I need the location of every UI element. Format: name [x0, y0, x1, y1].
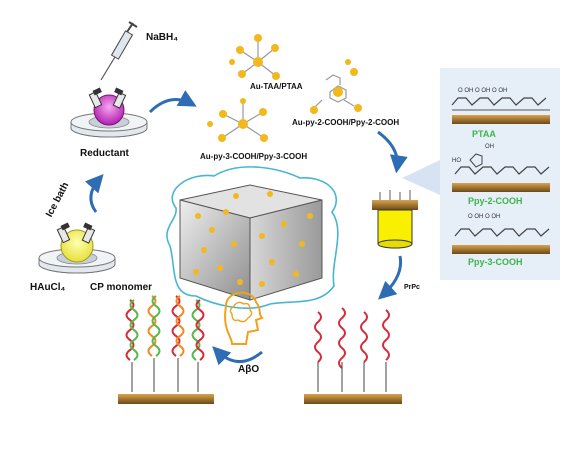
reductant-flask-icon — [70, 87, 148, 138]
cp-monomer-label: CP monomer — [90, 282, 153, 293]
ppy3-structure: O OH O OH — [452, 214, 550, 254]
hydrogel-cube — [166, 166, 339, 309]
ppy2-label: Ppy-2-COOH — [468, 196, 523, 206]
reductant-label: Reductant — [80, 148, 129, 159]
ppy3-label: Ppy-3-COOH — [468, 257, 523, 267]
abeta-label: AβO — [238, 364, 260, 375]
svg-text:O OH O OH O OH: O OH O OH O OH — [458, 88, 507, 94]
ppy2-structure: HO OH — [452, 144, 550, 192]
arrow-reductant-to-au — [148, 90, 197, 114]
ptaa-structure: O OH O OH O OH — [451, 88, 550, 124]
haucl4-label: HAuCl₄ — [30, 282, 66, 293]
au-py2-label: Au-py-2-COOH/Ppy-2-COOH — [292, 118, 400, 127]
au-taa-label: Au-TAA/PTAA — [250, 82, 303, 91]
au-py2-cluster — [310, 59, 362, 114]
au-py3-cluster — [207, 98, 268, 142]
svg-text:OH: OH — [485, 144, 494, 150]
syringe-icon — [100, 21, 138, 81]
arrow-au-to-electrode — [377, 130, 408, 174]
arrow-electrode-to-prpc — [378, 255, 403, 300]
ptaa-label: PTAA — [472, 129, 496, 139]
prpc-electrode — [304, 307, 402, 404]
abeta-electrode — [118, 295, 214, 404]
haucl4-flask-icon — [38, 222, 116, 274]
svg-text:HO: HO — [452, 158, 461, 164]
au-taa-cluster — [229, 34, 280, 80]
panel-arrow — [402, 160, 440, 195]
svg-text:O OH O OH: O OH O OH — [468, 214, 500, 220]
nabh4-label: NaBH₄ — [146, 32, 178, 43]
prpc-label: PrPc — [404, 284, 420, 291]
arrow-abeta-binding — [212, 346, 263, 366]
electrode-icon — [372, 190, 418, 249]
brain-head-icon — [224, 291, 264, 345]
au-py3-label: Au-py-3-COOH/Ppy-3-COOH — [200, 152, 308, 161]
arrow-icebath-to-reductant — [84, 173, 104, 213]
